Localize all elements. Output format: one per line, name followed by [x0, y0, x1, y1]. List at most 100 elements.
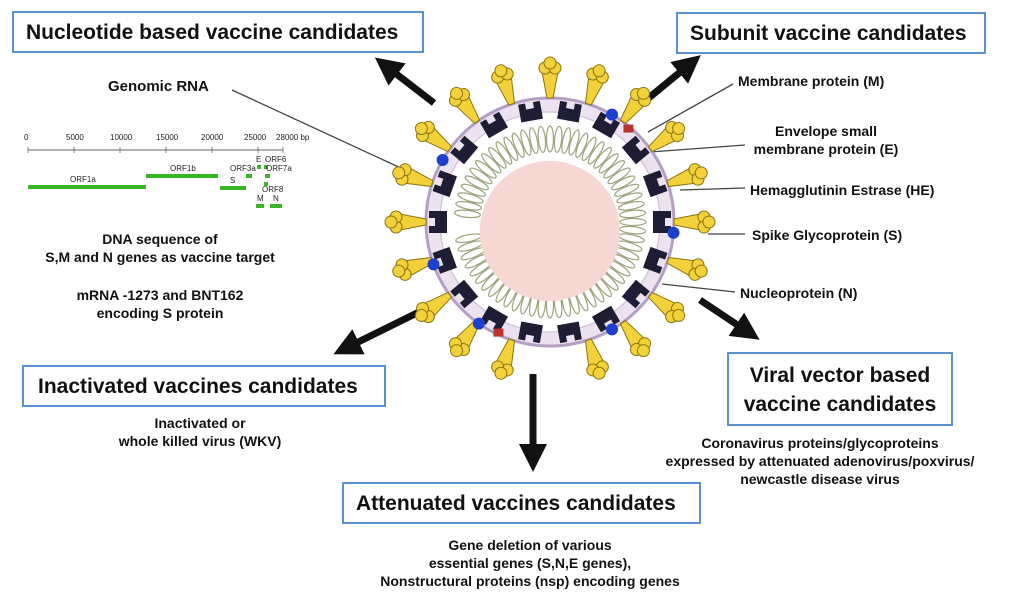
- rna-loop: [460, 183, 487, 197]
- rna-loop: [457, 192, 484, 204]
- spike-protein: [673, 210, 716, 234]
- he-protein: [606, 108, 618, 121]
- spike-label: Spike Glycoprotein (S): [752, 227, 903, 243]
- spike-protein: [666, 163, 708, 188]
- tick-label: 20000: [201, 133, 224, 142]
- rna-loop: [598, 153, 619, 174]
- membrane-protein: [429, 211, 447, 233]
- gene-label-s: S: [230, 176, 235, 185]
- subunit-vaccine-box: Subunit vaccine candidates: [676, 12, 986, 54]
- gene-label-e: E: [256, 155, 261, 164]
- gene-label-orf1b: ORF1b: [170, 164, 196, 173]
- spike-protein: [619, 86, 652, 125]
- membrane-protein: [643, 246, 668, 274]
- envelope-protein: [493, 328, 504, 337]
- spike-protein: [647, 291, 686, 324]
- callout-envelope: [649, 144, 746, 153]
- tick-label: 28000 bp: [276, 133, 310, 142]
- gene-e: [257, 165, 261, 169]
- viral-vector-title-line1: Viral vector based: [749, 364, 931, 387]
- rna-loop: [503, 136, 519, 161]
- spike-protein: [392, 256, 434, 281]
- spike-protein: [538, 56, 562, 99]
- spike-protein: [448, 319, 481, 358]
- gene-orf8: [264, 182, 268, 186]
- mrna-description: mRNA -1273 and BNT162 encoding S protein: [20, 286, 300, 322]
- rna-loop: [455, 200, 482, 211]
- rna-loop: [488, 146, 507, 169]
- rna-loop: [511, 132, 525, 159]
- gene-n: [270, 204, 282, 208]
- genome-map: 0 5000 10000 15000 20000 25000 28000 bp …: [24, 133, 310, 208]
- rna-loop: [607, 167, 631, 185]
- viral-line3: newcastle disease virus: [740, 471, 900, 487]
- spike-protein: [414, 120, 453, 153]
- rna-loop: [611, 175, 636, 191]
- envelope-label-line1: Envelope small: [775, 123, 877, 139]
- spike-protein: [619, 319, 652, 358]
- rna-loop: [561, 127, 572, 154]
- envelope-label-line2: membrane protein (E): [753, 141, 899, 157]
- genome-ticks: [27, 147, 284, 153]
- vaccine-arrows: [333, 55, 760, 472]
- spike-protein: [584, 338, 609, 380]
- gene-label-orf6: ORF6: [265, 155, 287, 164]
- tick-label: 25000: [244, 133, 267, 142]
- callout-hemagglutinin: [679, 187, 746, 191]
- dna-sequence-description: DNA sequence of S,M and N genes as vacci…: [20, 230, 300, 266]
- viral-vector-title-line2: vaccine candidates: [743, 393, 937, 416]
- gene-orf7a: [265, 174, 270, 178]
- membrane-protein: [479, 305, 509, 333]
- rna-loop: [613, 183, 640, 197]
- gene-label-orf8: ORF8: [262, 185, 284, 194]
- membrane-protein: [621, 279, 650, 309]
- he-protein: [472, 317, 485, 330]
- dna-line1: DNA sequence of: [102, 231, 218, 247]
- attenuated-line1: Gene deletion of various: [448, 537, 612, 553]
- viral-vector-vaccine-box: Viral vector based vaccine candidates: [727, 352, 953, 426]
- membrane-protein: [643, 170, 668, 198]
- gene-m: [256, 204, 264, 208]
- envelope-protein: [623, 124, 634, 133]
- membrane-proteins: [429, 100, 671, 344]
- rna-loop: [481, 153, 502, 174]
- he-protein: [436, 154, 449, 166]
- gene-bars: [28, 165, 282, 208]
- rna-loop: [618, 200, 645, 211]
- spike-protein: [414, 291, 453, 324]
- rna-loop: [528, 127, 539, 154]
- inactivated-description: Inactivated or whole killed virus (WKV): [60, 414, 340, 450]
- rna-loop: [469, 167, 493, 185]
- inactivated-vaccine-box: Inactivated vaccines candidates: [22, 365, 386, 407]
- gene-orf6: [264, 165, 268, 169]
- arrow-to-nucleotide: [374, 57, 437, 106]
- rna-loop: [453, 209, 481, 219]
- gene-label-orf1a: ORF1a: [70, 175, 96, 184]
- spike-protein: [491, 64, 516, 106]
- nucleotide-vaccine-box: Nucleotide based vaccine candidates: [12, 11, 424, 53]
- tick-label: 10000: [110, 133, 133, 142]
- viral-vector-description: Coronavirus proteins/glycoproteins expre…: [620, 434, 1020, 488]
- spike-protein: [384, 210, 427, 234]
- membrane-protein: [518, 100, 543, 123]
- inactivated-vaccine-title: Inactivated vaccines candidates: [38, 375, 358, 398]
- nucleoprotein-label: Nucleoprotein (N): [740, 285, 858, 301]
- spike-protein: [448, 86, 481, 125]
- gene-orf3a: [246, 174, 252, 178]
- spike-protein: [491, 338, 516, 380]
- membrane-protein: [591, 305, 621, 333]
- membrane-protein: [653, 211, 671, 233]
- envelope-protein-label: Envelope small membrane protein (E): [746, 122, 906, 158]
- attenuated-line3: Nonstructural proteins (nsp) encoding ge…: [380, 573, 680, 589]
- mrna-line2: encoding S protein: [96, 305, 224, 321]
- he-protein: [667, 226, 680, 239]
- arrow-to-subunit: [642, 55, 701, 104]
- virus-core: [480, 160, 620, 301]
- membrane-protein: [450, 135, 479, 165]
- arrow-to-inactivated: [333, 306, 425, 355]
- attenuated-line2: essential genes (S,N,E genes),: [428, 555, 632, 571]
- spike-protein: [392, 163, 434, 188]
- hemagglutinin-label: Hemagglutinin Estrase (HE): [750, 182, 935, 198]
- rna-loop: [593, 146, 612, 169]
- rna-loop: [581, 136, 597, 161]
